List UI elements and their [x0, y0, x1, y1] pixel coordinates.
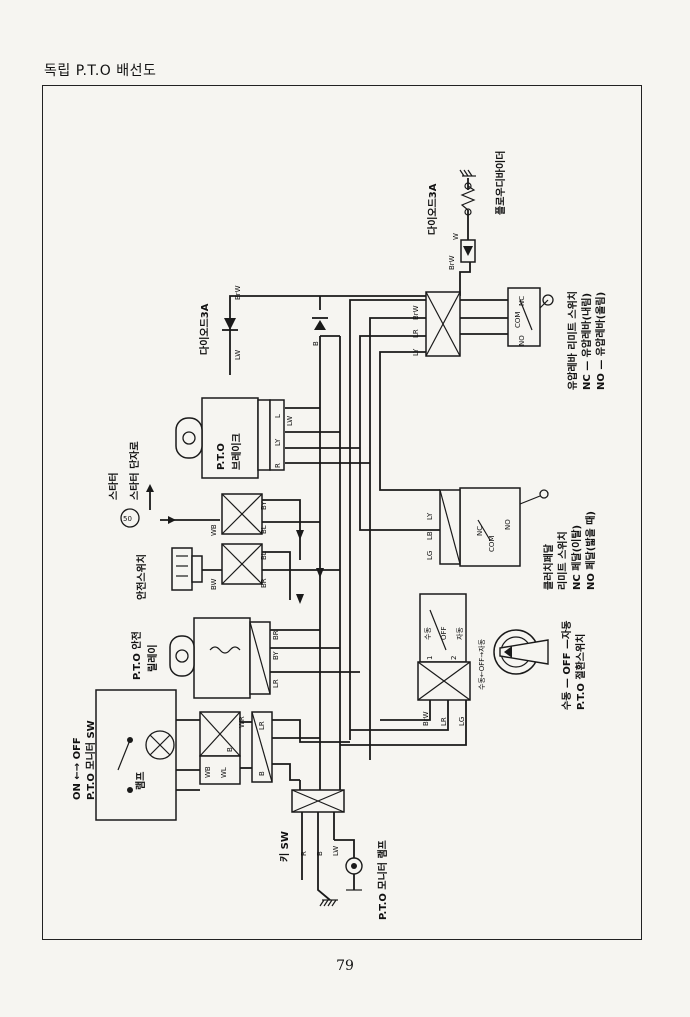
mon-pin-wr: WR — [238, 716, 246, 728]
clutch-pin-ly: LY — [426, 512, 434, 520]
mon-pin-wb: WB — [204, 766, 212, 778]
pto-selector-switch: 수동 OFF 자동 1 2 BrW LR LG 수동←OFF→자동 수동 — O… — [417, 593, 587, 726]
diode-3a-left: 다이오드3A BrW LW — [198, 285, 242, 360]
pto-safety-relay: BR BY LR P.T.O 안전 릴레이 — [130, 617, 280, 699]
starter-terminal-label: 스타터 단자로 — [128, 441, 141, 500]
ground-symbols — [319, 899, 338, 907]
pto-select-label-1: 수동 — OFF —자동 — [560, 621, 573, 710]
brake-pin-lw: LW — [286, 416, 294, 426]
relay-pin-by: BY — [260, 501, 268, 510]
wire-network — [129, 178, 510, 901]
wire-label-brw-2: BrW — [412, 305, 420, 320]
selector-pin-1: 1 — [426, 656, 434, 660]
page-title: 독립 P.T.O 배선도 — [44, 63, 157, 79]
wire-label-brw: BrW — [448, 255, 456, 270]
limit-nc-pin: NC — [518, 296, 526, 306]
relay-pin-lr: LR — [272, 679, 280, 688]
relay-connector-top: WB BY BL — [210, 493, 268, 536]
lamp-label: 램프 — [135, 772, 147, 790]
selector-off-pin: OFF — [440, 626, 448, 640]
starter-pin-50: 50 — [123, 515, 132, 523]
pto-monitor-lamp-label: P.T.O 모니터 램프 — [376, 840, 389, 920]
wire-label-b: B — [312, 341, 320, 346]
top-connector: LY LR BrW — [412, 291, 461, 357]
clutch-pedal-label-1: 클러치페달 — [542, 543, 555, 590]
monitor-connectors: WR B WB WL LR B — [199, 711, 273, 785]
clutch-pin-lb: LB — [426, 531, 434, 540]
pto-monitor-switch: ON ←→ OFF P.T.O 모니터 SW 램프 — [72, 689, 177, 821]
selector-pin-lg: LG — [458, 717, 466, 726]
bottom-pin-b: B — [316, 851, 324, 856]
flow-arrows — [168, 516, 324, 604]
pto-brake: P.T.O 브레이크 L LY R LW — [175, 397, 294, 479]
clutch-com-pin: COM — [488, 536, 496, 552]
relay-pin-by-2: BY — [272, 651, 280, 660]
selector-manual-pin: 수동 — [424, 627, 432, 640]
hydraulic-limit-switch: NC COM NO 유압레바 리미트 스위치 NC — 유압레바(내림) NO … — [507, 287, 607, 390]
relay-pin-br: BR — [260, 578, 268, 588]
relay-connector-bottom: BW BL BR — [210, 543, 268, 590]
mon-pin-b-2: B — [258, 771, 266, 776]
limit-switch-label-2: NC — 유압레바(내림) — [580, 293, 593, 390]
wire-label-lw: LW — [234, 350, 242, 360]
selector-pin-lr: LR — [440, 717, 448, 726]
pto-brake-label-2: 브레이크 — [230, 433, 243, 470]
pto-brake-label-1: P.T.O — [216, 443, 227, 470]
clutch-pin-lg: LG — [426, 551, 434, 560]
limit-switch-label-3: NO — 유압레바(올림) — [594, 292, 607, 390]
clutch-pedal-label-3: NC 페달(이탈) — [570, 525, 583, 590]
floor-vibrator: 플로우디바이더 — [459, 151, 507, 216]
starter-label: 스타터 — [107, 472, 120, 500]
pto-monitor-lamp: P.T.O 모니터 램프 — [345, 840, 389, 920]
limit-switch-label-1: 유압레바 리미트 스위치 — [566, 291, 579, 390]
bottom-pin-r: R — [300, 851, 308, 856]
brake-pin-ly: LY — [274, 438, 282, 446]
diode-b: B — [312, 317, 328, 346]
safety-switch: 안전스위치 — [135, 547, 203, 600]
mon-pin-b: B — [226, 747, 234, 752]
limit-no-pin: NO — [518, 335, 526, 346]
diode-3a-left-label: 다이오드3A — [198, 303, 211, 355]
relay-pin-bw: BW — [210, 578, 218, 590]
monitor-sw-label-1: ON ←→ OFF — [72, 737, 83, 800]
diode-3a-top-label: 다이오드3A — [426, 183, 439, 235]
clutch-nc-pin: NC — [476, 526, 484, 536]
clutch-pedal-label-4: NO 페달(밟을 때) — [584, 511, 597, 590]
page-number: 79 — [336, 958, 354, 974]
safety-switch-label: 안전스위치 — [135, 554, 148, 600]
selector-auto-pin: 자동 — [455, 627, 464, 640]
floor-vibrator-label: 플로우디바이더 — [494, 151, 507, 215]
clutch-pedal-label-2: 리미트 스위치 — [556, 531, 569, 590]
brake-pin-r: R — [274, 463, 282, 468]
selector-pin-brw: BrW — [422, 711, 430, 726]
bottom-pin-lw: LW — [332, 846, 340, 856]
starter: 50 스타터 스타터 단자로 — [107, 441, 154, 528]
relay-pin-bl-2: BL — [260, 551, 268, 560]
pto-safety-relay-label-1: P.T.O 안전 — [130, 631, 143, 680]
brake-pin-l: L — [274, 414, 282, 418]
diagram-frame — [42, 85, 642, 940]
limit-com-pin: COM — [514, 312, 522, 328]
selector-dial-label: 수동←OFF→자동 — [477, 638, 486, 690]
wire-label-w: W — [452, 233, 460, 240]
bottom-connector: R B LW 키 SW — [278, 789, 345, 862]
clutch-pedal-switch: COM NC NO LG LB LY 클러치페달 리미트 스위치 NC 페달(이… — [426, 487, 597, 590]
relay-pin-br-2: BR — [272, 630, 280, 640]
wire-label-brw-3: BrW — [234, 285, 242, 300]
key-sw-label: 키 SW — [278, 831, 291, 862]
wire-label-lr: LR — [412, 329, 420, 338]
wire-label-ly: LY — [412, 348, 420, 356]
relay-pin-wby: WB — [210, 524, 218, 536]
pto-select-label-2: P.T.O 절환스위치 — [574, 634, 587, 710]
clutch-no-pin: NO — [504, 519, 512, 530]
relay-pin-bl: BL — [260, 525, 268, 534]
mon-pin-wl: WL — [220, 767, 228, 778]
monitor-sw-label-2: P.T.O 모니터 SW — [84, 720, 97, 800]
selector-pin-2: 2 — [450, 656, 458, 660]
diode-3a-top: 다이오드3A BrW W — [426, 183, 476, 270]
pto-safety-relay-label-2: 릴레이 — [146, 644, 159, 672]
mon-pin-lr: LR — [258, 721, 266, 730]
